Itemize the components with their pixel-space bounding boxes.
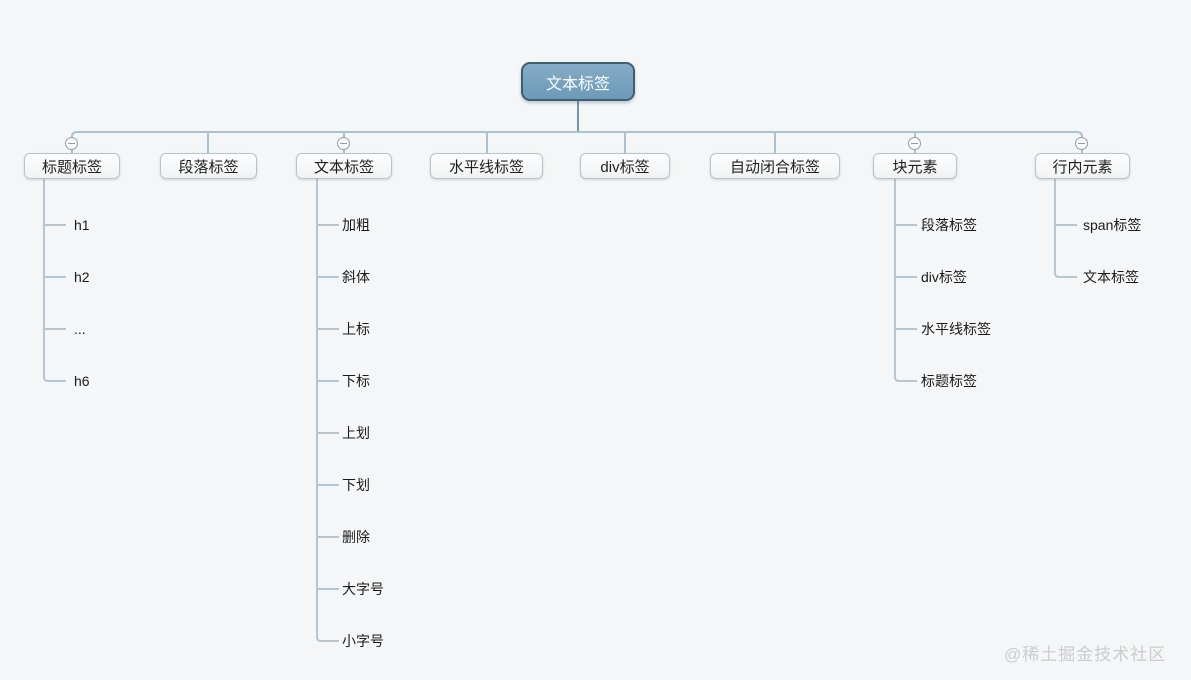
leaf-node[interactable]: 标题标签	[921, 373, 977, 389]
branch-node-heading-tags[interactable]: 标题标签	[24, 153, 120, 179]
leaf-node[interactable]: 加粗	[342, 217, 370, 233]
collapse-button-text-tags[interactable]	[337, 137, 350, 150]
bus-connector-lines	[71, 131, 1083, 153]
minus-circle-icon	[911, 143, 918, 144]
minus-circle-icon	[68, 143, 75, 144]
branch-tree-lines	[43, 179, 1077, 642]
leaf-node[interactable]: 上划	[342, 425, 370, 441]
leaf-node[interactable]: h2	[74, 269, 90, 285]
leaf-node[interactable]: 水平线标签	[921, 321, 991, 337]
leaf-node[interactable]: 上标	[342, 321, 370, 337]
branch-node-div-tag[interactable]: div标签	[580, 153, 670, 179]
minus-circle-icon	[1078, 143, 1085, 144]
leaf-node[interactable]: 下划	[342, 477, 370, 493]
watermark: @稀土掘金技术社区	[1004, 645, 1167, 664]
leaf-node[interactable]: span标签	[1083, 217, 1142, 233]
leaf-node[interactable]: 段落标签	[921, 217, 977, 233]
branch-node-block-elements[interactable]: 块元素	[873, 153, 957, 179]
branch-node-paragraph-tag[interactable]: 段落标签	[160, 153, 257, 179]
collapse-button-block-elements[interactable]	[908, 137, 921, 150]
leaf-node[interactable]: 斜体	[342, 269, 370, 285]
branch-node-self-closing[interactable]: 自动闭合标签	[710, 153, 840, 179]
leaf-node[interactable]: 文本标签	[1083, 269, 1139, 285]
branch-node-inline-elements[interactable]: 行内元素	[1035, 153, 1130, 179]
branch-node-hr-tag[interactable]: 水平线标签	[430, 153, 543, 179]
minus-circle-icon	[340, 143, 347, 144]
leaf-node[interactable]: div标签	[921, 269, 967, 285]
leaf-node[interactable]: 小字号	[342, 633, 384, 649]
leaf-node[interactable]: h6	[74, 373, 90, 389]
leaf-node[interactable]: 删除	[342, 529, 370, 545]
leaf-node[interactable]: h1	[74, 217, 90, 233]
collapse-button-heading-tags[interactable]	[65, 137, 78, 150]
leaf-node[interactable]: 下标	[342, 373, 370, 389]
collapse-button-inline-elements[interactable]	[1075, 137, 1088, 150]
root-node[interactable]: 文本标签	[521, 62, 635, 101]
branch-node-text-tags[interactable]: 文本标签	[296, 153, 392, 179]
leaf-node[interactable]: ...	[74, 321, 86, 337]
leaf-node[interactable]: 大字号	[342, 581, 384, 597]
